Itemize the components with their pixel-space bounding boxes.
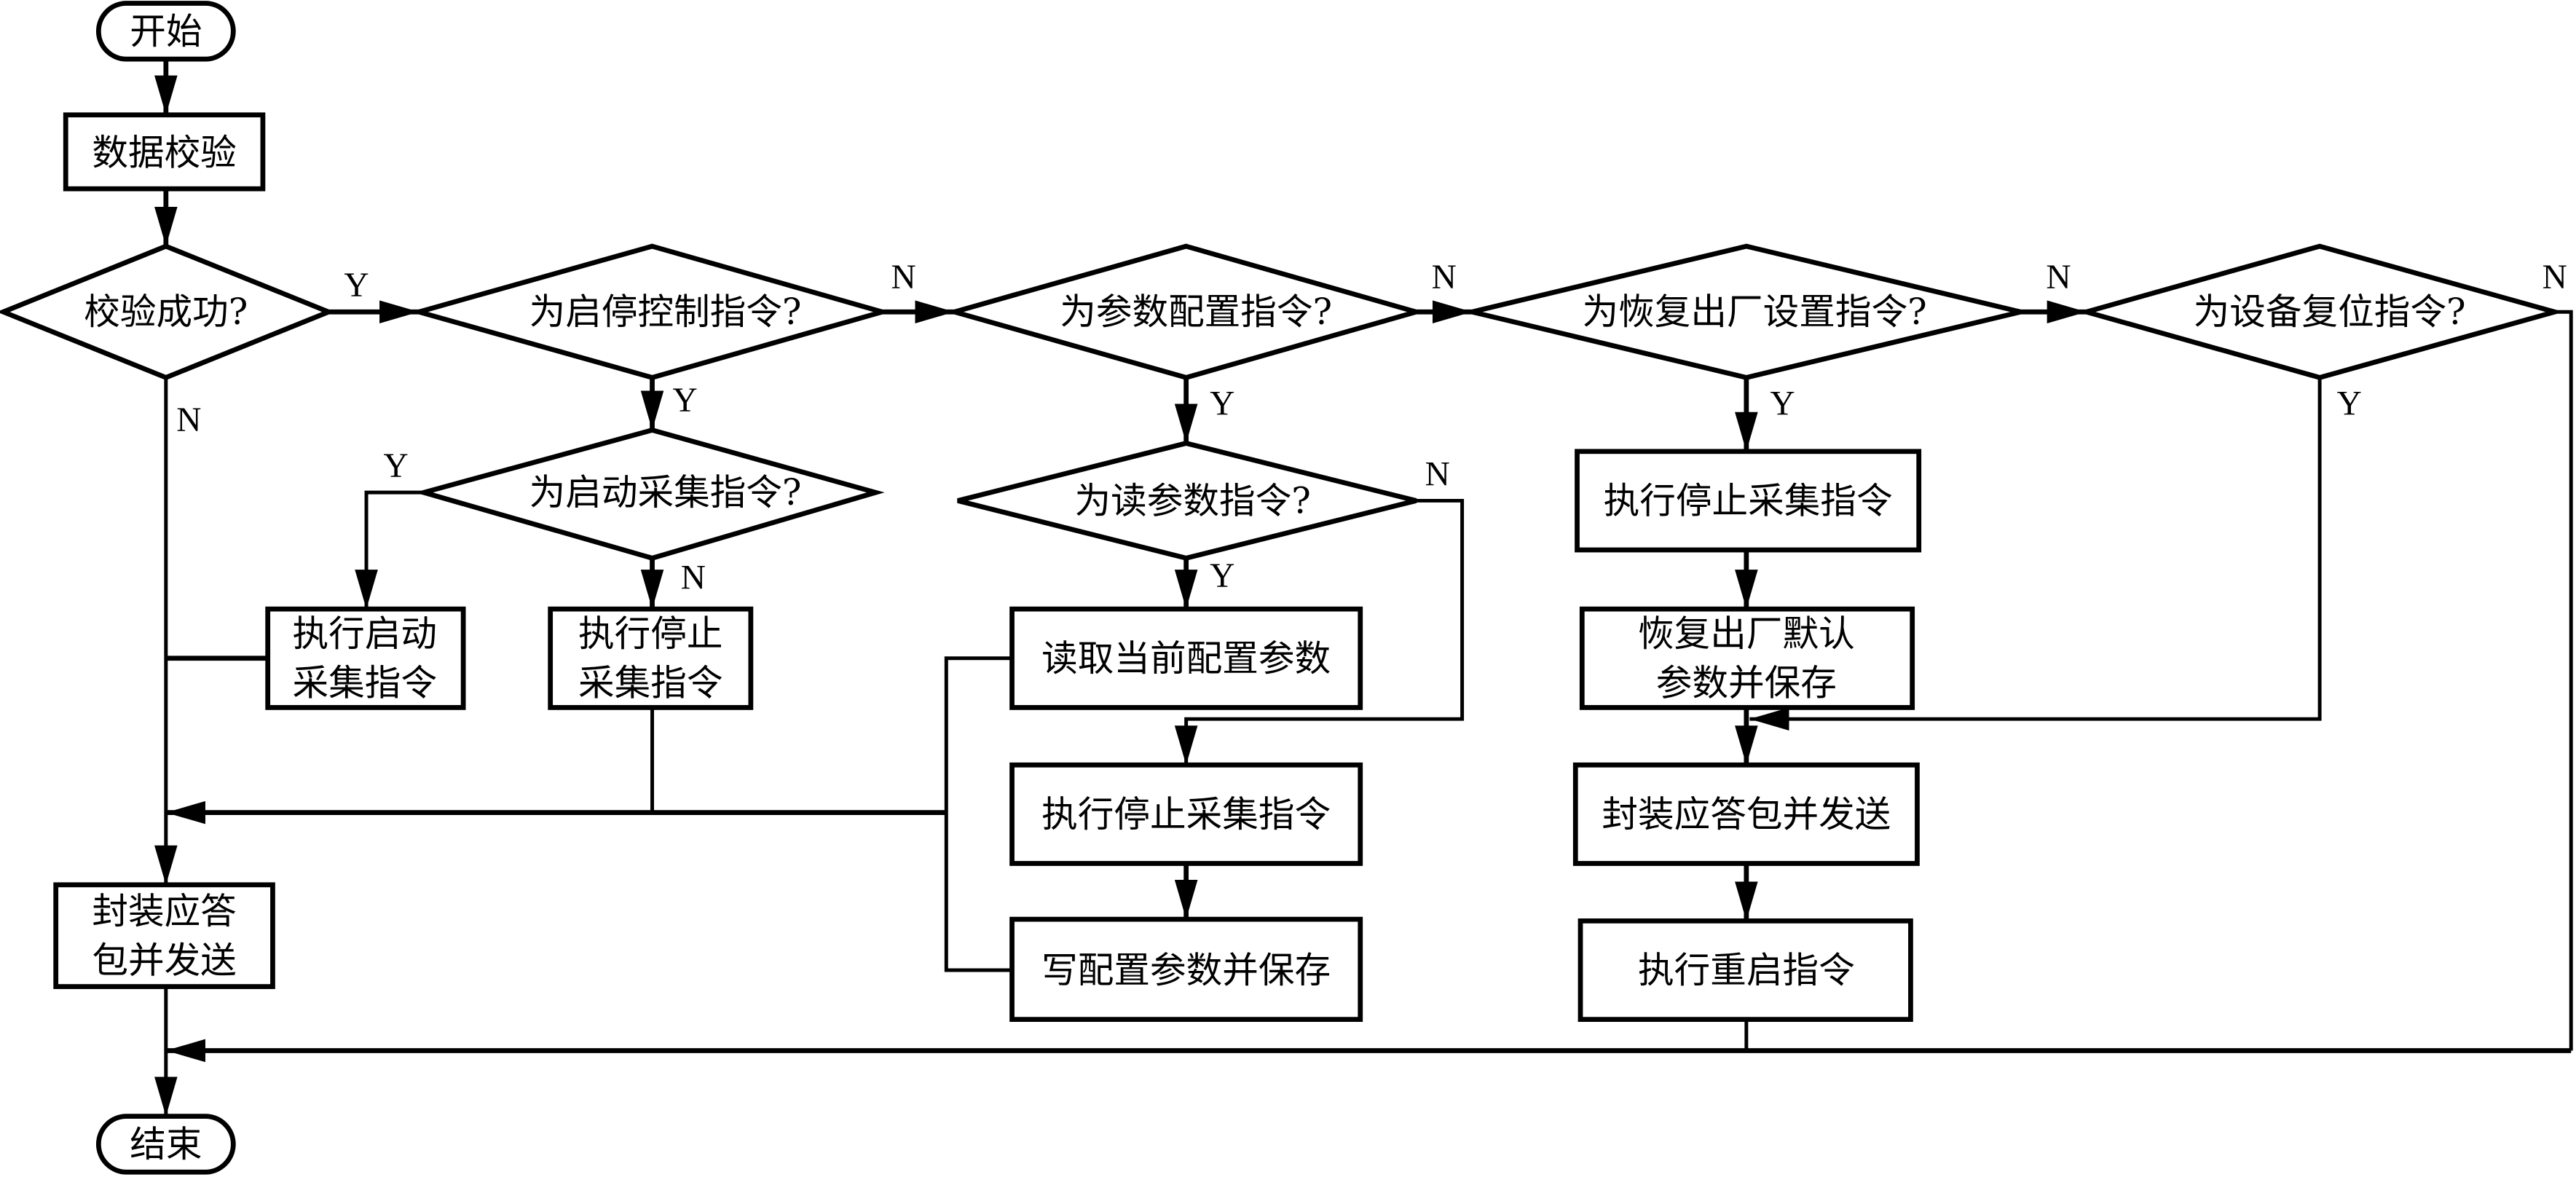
label-start-collect-yes: Y xyxy=(384,447,409,485)
node-exec-reboot: 执行重启指令 xyxy=(1577,918,1913,1023)
decision-device-reset-label: 为设备复位指令? xyxy=(2194,291,2466,333)
edge-readparam-no xyxy=(1174,498,1465,765)
decision-param-config-label: 为参数配置指令? xyxy=(1060,291,1332,333)
label-device-reset-no: N xyxy=(2542,259,2567,296)
decision-start-stop: 为启停控制指令? xyxy=(409,243,891,380)
label-device-reset-yes: Y xyxy=(2337,385,2362,422)
node-end: 结束 xyxy=(95,1114,236,1175)
node-exec-start-collect-line2: 采集指令 xyxy=(293,662,437,704)
node-start: 开始 xyxy=(95,1,236,62)
decision-check-ok: 校验成功? xyxy=(0,243,336,381)
node-exec-stop-collect-c: 执行停止采集指令 xyxy=(1575,449,1922,553)
decision-start-collect-label: 为启动采集指令? xyxy=(529,471,802,513)
node-pack-reply-left-line2: 包并发送 xyxy=(92,940,236,982)
decision-start-stop-label: 为启停控制指令? xyxy=(529,291,802,333)
node-exec-stop-collect-c-label: 执行停止采集指令 xyxy=(1604,479,1893,521)
node-read-config: 读取当前配置参数 xyxy=(1009,606,1363,710)
branch-labels: Y N N Y Y N N Y N Y N Y N Y xyxy=(176,259,2567,597)
label-start-stop-yes: Y xyxy=(673,382,698,420)
decision-param-config: 为参数配置指令? xyxy=(945,243,1425,380)
node-exec-stop-collect-a: 执行停止 采集指令 xyxy=(548,606,754,710)
label-read-param-yes: Y xyxy=(1210,557,1234,595)
label-factory-reset-no: N xyxy=(2046,259,2071,296)
label-read-param-no: N xyxy=(1425,455,1450,493)
node-pack-reply-right-label: 封装应答包并发送 xyxy=(1602,793,1891,835)
node-restore-defaults-line2: 参数并保存 xyxy=(1656,662,1837,704)
label-start-collect-no: N xyxy=(681,559,706,597)
decision-start-collect: 为启动采集指令? xyxy=(414,427,885,561)
label-check-ok-yes: Y xyxy=(344,267,369,304)
node-end-label: 结束 xyxy=(130,1123,202,1165)
edge-devicereset-no xyxy=(2554,310,2573,1051)
label-factory-reset-yes: Y xyxy=(1770,385,1795,422)
decision-read-param-label: 为读参数指令? xyxy=(1075,479,1311,521)
node-write-config: 写配置参数并保存 xyxy=(1009,916,1363,1023)
node-write-config-label: 写配置参数并保存 xyxy=(1041,949,1331,991)
node-pack-reply-right: 封装应答包并发送 xyxy=(1572,762,1920,866)
edge-read-config-bus xyxy=(944,656,1012,972)
node-validate: 数据校验 xyxy=(63,112,266,192)
edge-devicereset-yes xyxy=(1749,377,2322,731)
node-pack-reply-left-line1: 封装应答 xyxy=(92,890,236,932)
node-exec-start-collect-line1: 执行启动 xyxy=(293,613,437,655)
decision-read-param: 为读参数指令? xyxy=(957,441,1417,561)
node-pack-reply-left: 封装应答 包并发送 xyxy=(53,882,275,989)
node-exec-stop-collect-a-line1: 执行停止 xyxy=(578,613,722,655)
label-param-config-no: N xyxy=(1432,259,1457,296)
label-check-ok-no: N xyxy=(176,401,201,439)
decision-check-ok-label: 校验成功? xyxy=(84,291,248,333)
node-start-label: 开始 xyxy=(130,10,202,52)
node-exec-start-collect: 执行启动 采集指令 xyxy=(265,606,466,710)
decision-factory-reset-label: 为恢复出厂设置指令? xyxy=(1583,291,1927,333)
node-exec-stop-collect-b-label: 执行停止采集指令 xyxy=(1041,793,1331,835)
label-param-config-yes: Y xyxy=(1210,385,1234,422)
decision-factory-reset: 为恢复出厂设置指令? xyxy=(1471,243,2022,380)
node-validate-label: 数据校验 xyxy=(92,132,236,174)
node-exec-reboot-label: 执行重启指令 xyxy=(1638,949,1855,991)
label-start-stop-no: N xyxy=(891,259,916,296)
connectors xyxy=(154,59,2573,1117)
edge-startcollect-yes xyxy=(355,490,424,610)
decision-device-reset: 为设备复位指令? xyxy=(2077,243,2564,380)
node-exec-stop-collect-b: 执行停止采集指令 xyxy=(1009,762,1363,866)
node-exec-stop-collect-a-line2: 采集指令 xyxy=(578,662,722,704)
node-restore-defaults: 恢复出厂默认 参数并保存 xyxy=(1579,606,1915,710)
node-restore-defaults-line1: 恢复出厂默认 xyxy=(1638,613,1855,655)
node-read-config-label: 读取当前配置参数 xyxy=(1041,637,1331,680)
